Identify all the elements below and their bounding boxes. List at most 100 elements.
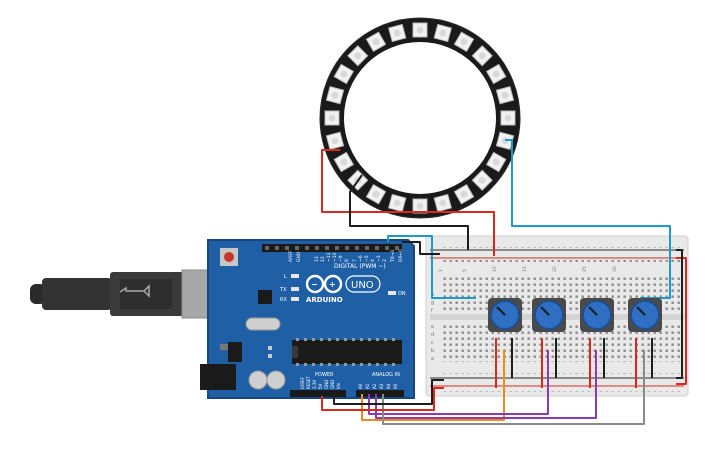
neopixel-led	[347, 45, 369, 67]
neopixel-led	[388, 23, 407, 43]
power-pin-label: Vin	[336, 382, 341, 389]
pin-label: ~3	[376, 255, 382, 262]
wires[interactable]	[321, 139, 687, 425]
col-number: 25	[582, 266, 588, 272]
uno-badge	[345, 275, 381, 293]
neopixel-led	[365, 31, 387, 53]
row-letter: d	[431, 332, 434, 338]
pin-label: ~9	[338, 255, 344, 262]
analog-pin-label: A5	[393, 383, 398, 389]
potentiometer-2[interactable]	[532, 298, 566, 332]
wire-a2-purple[interactable]	[375, 350, 597, 419]
analog-pin-label: A1	[365, 383, 370, 389]
analog-label: ANALOG IN	[372, 372, 400, 378]
row-letter: e	[431, 324, 434, 330]
neopixel-led	[325, 131, 345, 150]
neopixel-led	[500, 110, 516, 126]
pin-label: 8	[344, 259, 350, 262]
neopixel-led	[453, 183, 475, 205]
row-letter: g	[431, 300, 434, 306]
power-label: POWER	[315, 372, 334, 378]
svg-text:−: −	[311, 280, 318, 289]
pin-label: 2	[382, 259, 388, 262]
neopixel-led	[485, 151, 507, 173]
tx-label: TX	[279, 287, 287, 293]
power-pin-label: 3.3V	[312, 380, 317, 389]
wire-a0-orange[interactable]	[361, 350, 505, 421]
power-pin-label: GND	[330, 380, 335, 389]
analog-pin-label: A4	[386, 383, 391, 389]
pin-label: 12	[320, 256, 326, 262]
row-letter: a	[431, 356, 434, 362]
neopixel-ring-icon[interactable]	[319, 17, 521, 219]
analog-pin-label: A3	[379, 383, 384, 389]
power-pin-label: 5V	[318, 383, 323, 389]
pin-label: 7	[352, 259, 358, 262]
svg-text:+: +	[329, 280, 336, 289]
usb-chip	[258, 290, 272, 304]
pin-label: ~11	[326, 252, 332, 262]
wire-red-ring[interactable]	[321, 149, 495, 256]
neopixel-led	[453, 31, 475, 53]
row-letter: b	[431, 348, 434, 354]
atmega-chip	[292, 340, 402, 364]
l-label: L	[284, 274, 287, 280]
neopixel-led	[333, 63, 355, 85]
pin-label: ~10	[332, 252, 338, 262]
rx-label: RX	[280, 297, 287, 303]
wire-black-gnd[interactable]	[402, 241, 440, 255]
neopixel-led	[388, 193, 407, 213]
pin-label: ~6	[358, 255, 364, 262]
neopixel-led	[471, 169, 493, 191]
arduino-logo: − +	[305, 274, 343, 294]
neopixel-led	[433, 193, 452, 213]
analog-pin-label: A0	[358, 383, 363, 389]
wire-gnd-black[interactable]	[333, 379, 444, 405]
power-pin-label: IOREF	[300, 376, 305, 389]
neopixel-led	[365, 183, 387, 205]
wire-cyan-pin[interactable]	[387, 235, 476, 299]
analog-header[interactable]	[356, 390, 404, 397]
digital-label: DIGITAL (PWM ~)	[334, 263, 386, 270]
pin-label: 13	[314, 256, 320, 262]
gnd-label: GND	[296, 251, 302, 262]
pin-label: RX←0	[398, 249, 404, 262]
potentiometers[interactable]	[488, 298, 662, 332]
on-label: ON	[398, 291, 406, 297]
neopixel-led	[495, 86, 515, 105]
analog-pin-label: A2	[372, 383, 377, 389]
wire-5v-red[interactable]	[321, 387, 444, 411]
arduino-board[interactable]: DIGITAL (PWM ~) 13 12 ~11 ~10 ~9 8 7 ~6 …	[200, 239, 415, 399]
digital-header[interactable]	[262, 244, 402, 252]
neopixel-led	[324, 110, 340, 126]
crystal	[245, 317, 281, 331]
capacitor	[248, 370, 268, 390]
neopixel-led	[333, 151, 355, 173]
col-number: 10	[492, 266, 498, 272]
uno-text: UNO	[351, 280, 374, 291]
potentiometer-1[interactable]	[488, 298, 522, 332]
wire-black-rail[interactable]	[676, 249, 683, 379]
col-number: 1	[438, 269, 444, 272]
neopixel-led	[325, 86, 345, 105]
logo-text: ARDUINO	[306, 296, 343, 304]
wire-black-ring[interactable]	[349, 174, 469, 250]
neopixel-led	[412, 22, 428, 38]
potentiometer-4[interactable]	[628, 298, 662, 332]
neopixel-led	[485, 63, 507, 85]
col-number: 30	[612, 266, 618, 272]
power-pin-label: RESET	[306, 376, 311, 389]
col-number: 5	[462, 269, 468, 272]
potentiometer-3[interactable]	[580, 298, 614, 332]
neopixel-led	[471, 45, 493, 67]
usb-cable-icon[interactable]	[30, 269, 229, 319]
power-jack	[200, 364, 236, 390]
pin-label: TX→1	[390, 249, 396, 263]
power-header[interactable]	[290, 390, 346, 397]
pin-label: 4	[370, 259, 376, 262]
neopixel-led	[433, 23, 452, 43]
col-number: 20	[552, 266, 558, 272]
wire-cyan-ring[interactable]	[505, 139, 671, 299]
power-pin-label: GND	[324, 380, 329, 389]
